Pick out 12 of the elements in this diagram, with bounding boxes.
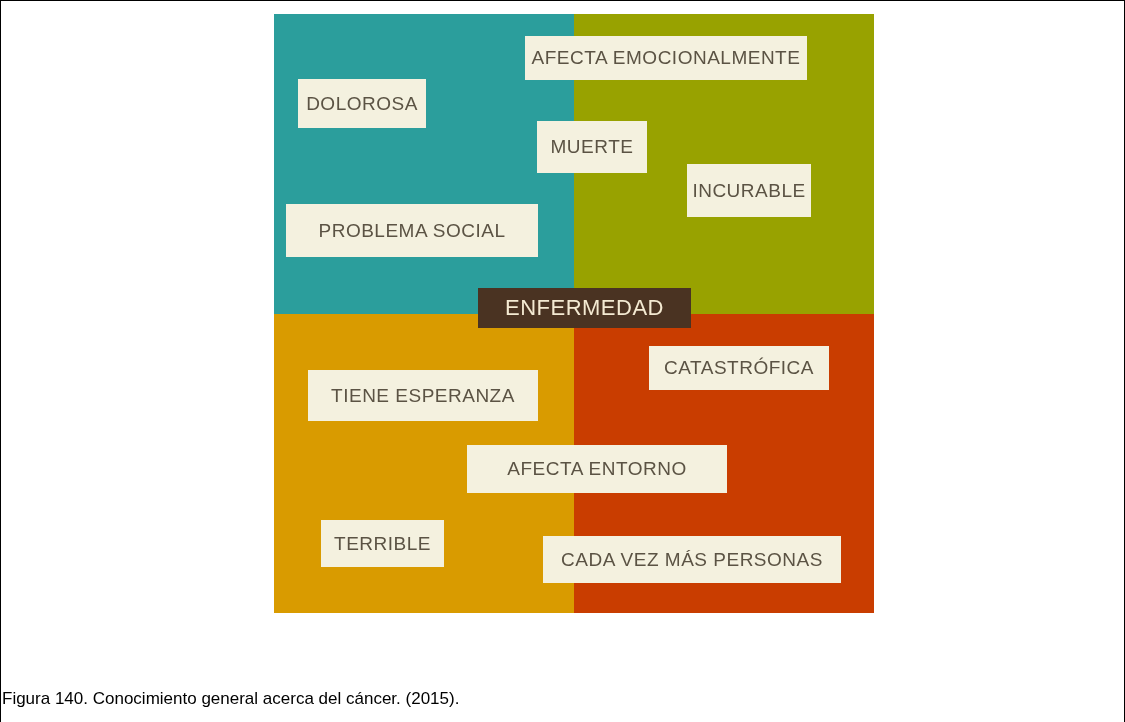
word-label: TIENE ESPERANZA xyxy=(308,370,538,421)
word-label: DOLOROSA xyxy=(298,79,426,128)
word-label: MUERTE xyxy=(537,121,647,173)
caption: Figura 140. Conocimiento general acerca del cáncer. (2015). xyxy=(2,689,460,709)
word-label: CATASTRÓFICA xyxy=(649,346,829,390)
word-label: INCURABLE xyxy=(687,164,811,217)
word-label: AFECTA ENTORNO xyxy=(467,445,727,493)
word-label: PROBLEMA SOCIAL xyxy=(286,204,538,257)
word-label: TERRIBLE xyxy=(321,520,444,567)
word-label: AFECTA EMOCIONALMENTE xyxy=(525,36,807,80)
word-label: CADA VEZ MÁS PERSONAS xyxy=(543,536,841,583)
word-label: ENFERMEDAD xyxy=(478,288,691,328)
